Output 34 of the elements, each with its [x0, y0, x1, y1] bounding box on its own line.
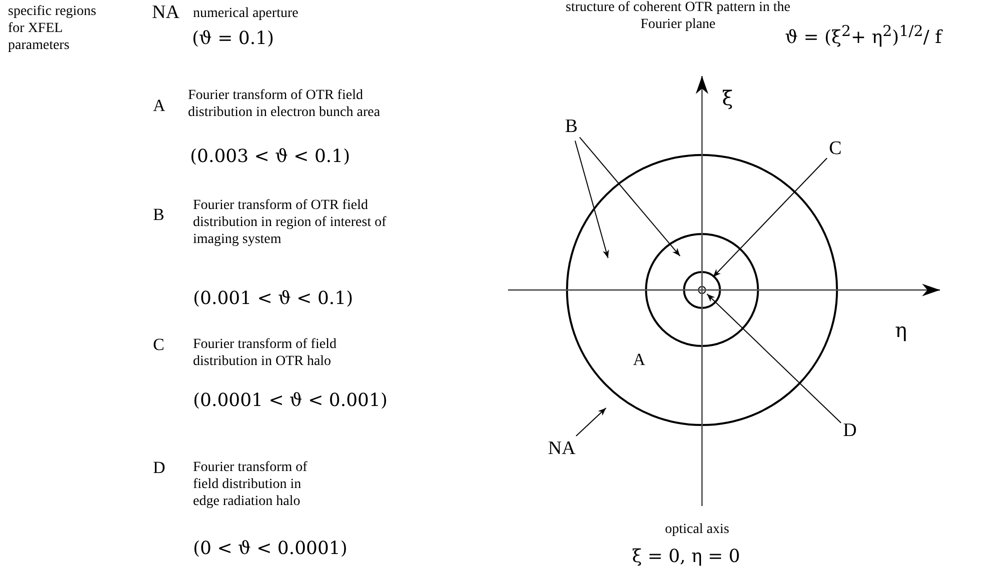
key-description: Fourier transform of OTR field distribution in region of interest of imaging system [193, 198, 388, 248]
leader-line [579, 136, 680, 256]
callout-letter: D [843, 420, 857, 443]
key-letter: D [153, 458, 166, 478]
callout-letter: B [565, 116, 578, 139]
key-letter: A [153, 96, 166, 116]
axis-label: ξ [722, 86, 734, 110]
callout-letter: NA [548, 438, 576, 461]
angle-range: (0.0001 < ϑ < 0.001) [193, 390, 388, 412]
angle-range: (0 < ϑ < 0.0001) [193, 538, 348, 560]
angle-range: (0.003 < ϑ < 0.1) [190, 146, 350, 168]
leader-line [706, 294, 842, 424]
key-description: numerical aperture [193, 6, 298, 23]
leader-line [712, 158, 828, 278]
region-letter: A [633, 350, 646, 370]
key-letter: B [153, 205, 164, 226]
leader-line [576, 408, 606, 436]
region-circle [683, 271, 721, 309]
axis-note: optical axis [665, 522, 730, 539]
formula: ξ = 0, η = 0 [632, 546, 740, 568]
key-description: Fourier transform of OTR field distribution in electron bunch area [188, 88, 382, 122]
key-letter: C [153, 335, 164, 356]
key-description: Fourier transform of field distribution in edge radiation halo [193, 460, 308, 510]
callout-letter: C [829, 138, 842, 161]
leader-line [574, 140, 609, 258]
region-circle [698, 286, 706, 294]
angle-range: (0.001 < ϑ < 0.1) [193, 288, 354, 310]
key-description: Fourier transform of field distribution in OTR halo [193, 337, 338, 371]
region-circle [566, 154, 838, 426]
heading-note: specific regions for XFEL parameters [8, 4, 98, 54]
axis-label: η [895, 318, 907, 342]
key-letter: NA [152, 2, 180, 25]
angle-range: (ϑ = 0.1) [192, 28, 274, 50]
region-circle [645, 233, 759, 347]
